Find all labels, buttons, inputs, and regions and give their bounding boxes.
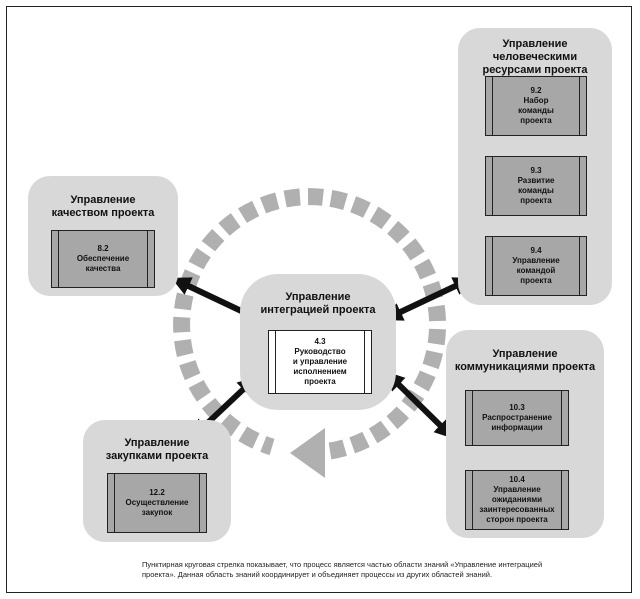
process-12-2: 12.2 Осуществление закупок [107, 473, 207, 533]
group-integration-title: Управление интеграцией проекта [260, 291, 376, 316]
process-number: 8.2 [97, 244, 109, 253]
group-procurement-title: Управление закупками проекта [105, 437, 209, 462]
process-4-3: 4.3 Руководство и управление исполнением… [268, 330, 372, 394]
process-label: Управление командой проекта [512, 256, 560, 285]
process-number: 10.4 [509, 475, 525, 484]
diagram-caption: Пунктирная круговая стрелка показывает, … [142, 560, 543, 579]
process-10-4: 10.4 Управление ожиданиями заинтересован… [465, 470, 569, 530]
process-9-2: 9.2 Набор команды проекта [485, 76, 587, 136]
process-label: Обеспечение качества [76, 254, 130, 273]
dashed-cycle-arrowhead [290, 428, 325, 478]
group-quality-title: Управление качеством проекта [51, 194, 155, 219]
process-8-2: 8.2 Обеспечение качества [51, 230, 155, 288]
process-label: Осуществление закупок [125, 498, 189, 517]
arrow-integration-communications [385, 371, 454, 439]
process-number: 9.2 [530, 86, 542, 95]
process-label: Руководство и управление исполнением про… [292, 347, 348, 386]
process-9-3: 9.3 Развитие команды проекта [485, 156, 587, 216]
process-10-3: 10.3 Распространение информации [465, 390, 569, 446]
process-label: Развитие команды проекта [517, 176, 555, 205]
process-9-4: 9.4 Управление командой проекта [485, 236, 587, 296]
arrow-integration-hr [383, 277, 473, 321]
group-hr-title: Управление человеческими ресурсами проек… [482, 38, 588, 76]
process-label: Распространение информации [482, 413, 552, 432]
process-number: 9.4 [530, 246, 542, 255]
process-number: 10.3 [509, 403, 525, 412]
group-communications-title: Управление коммуникациями проекта [454, 348, 596, 373]
process-label: Управление ожиданиями заинтересованных с… [479, 485, 555, 524]
process-number: 9.3 [530, 166, 542, 175]
process-number: 12.2 [149, 488, 165, 497]
process-label: Набор команды проекта [518, 96, 554, 125]
process-number: 4.3 [314, 337, 326, 346]
diagram-frame [6, 6, 632, 593]
